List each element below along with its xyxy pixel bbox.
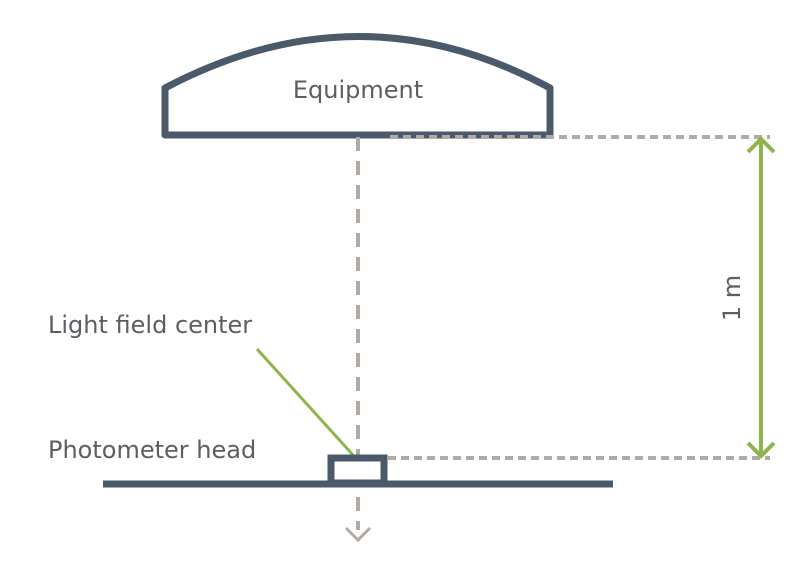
photometer-sensor bbox=[327, 454, 388, 487]
light-field-center-pointer bbox=[255, 347, 355, 457]
center-axis-arrowhead bbox=[344, 526, 372, 543]
light-field-center-label: Light field center bbox=[48, 311, 252, 339]
equipment-dome bbox=[161, 33, 554, 139]
distance-arrowhead-bottom bbox=[746, 441, 776, 459]
photometer-head-label: Photometer head bbox=[48, 436, 256, 464]
distance-arrowhead-top bbox=[746, 136, 776, 154]
distance-label: 1 m bbox=[718, 275, 746, 321]
equipment-label: Equipment bbox=[293, 76, 423, 104]
